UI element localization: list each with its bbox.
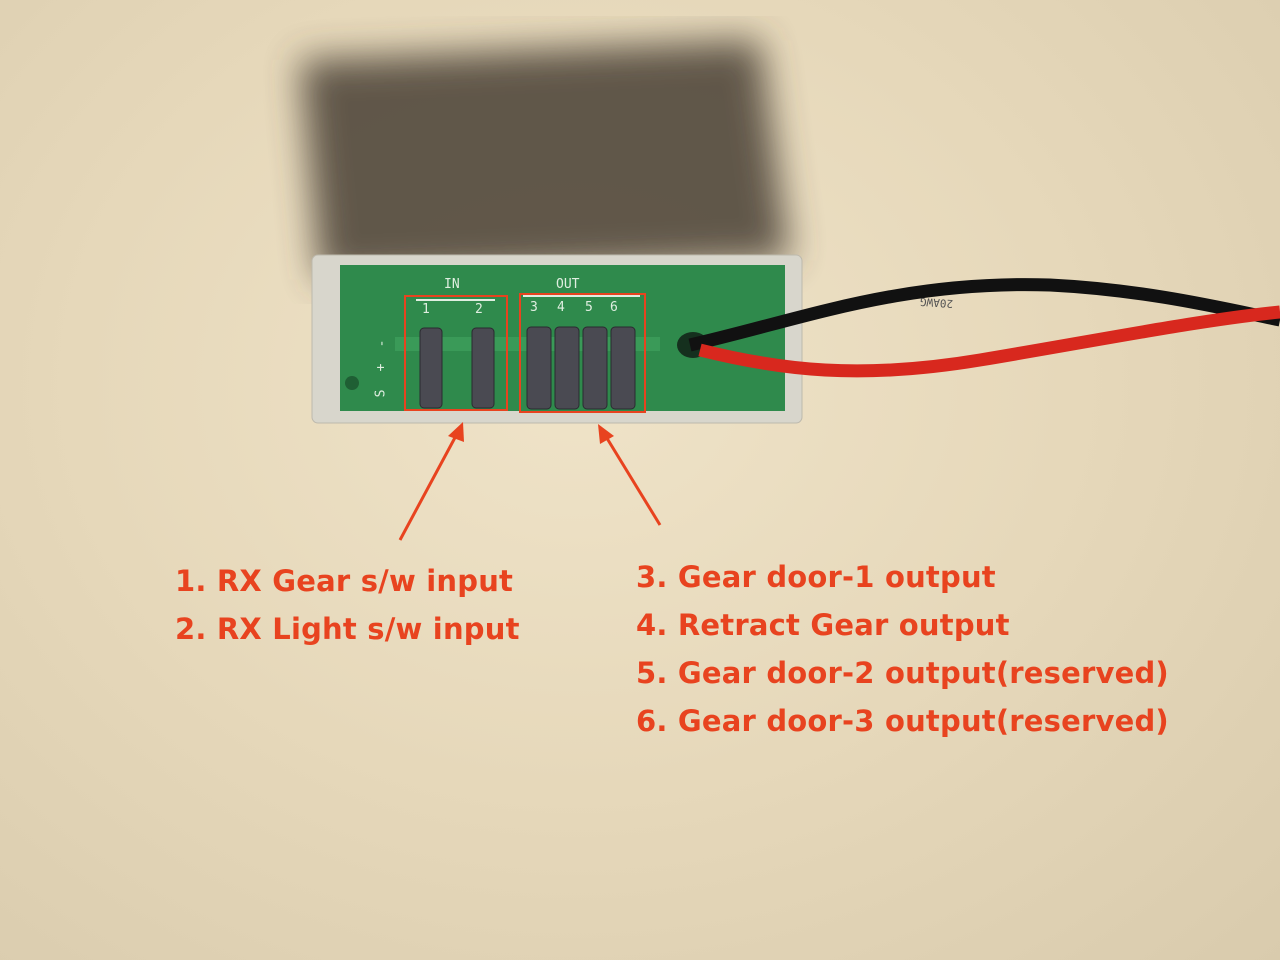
annotation-output-6: 6. Gear door-3 output(reserved) bbox=[636, 704, 1169, 738]
input-highlight-box bbox=[404, 295, 508, 411]
black-wire bbox=[688, 278, 1280, 352]
annotation-input-2: 2. RX Light s/w input bbox=[175, 612, 520, 646]
output-highlight-box bbox=[519, 293, 646, 413]
input-arrow bbox=[398, 422, 464, 541]
mount-hole bbox=[345, 376, 359, 390]
annotation-output-3: 3. Gear door-1 output bbox=[636, 560, 996, 594]
output-arrow bbox=[598, 424, 662, 526]
pin-label-2: 2 bbox=[475, 302, 483, 317]
annotation-input-1: 1. RX Gear s/w input bbox=[175, 564, 514, 598]
in-label: IN bbox=[444, 277, 460, 292]
box-shadow bbox=[300, 40, 790, 280]
pin-label-3: 3 bbox=[530, 300, 538, 315]
output-annotations: 3. Gear door-1 output 4. Retract Gear ou… bbox=[636, 553, 1169, 745]
annotation-output-4: 4. Retract Gear output bbox=[636, 608, 1010, 642]
pin-label-6: 6 bbox=[610, 300, 618, 315]
pin-label-5: 5 bbox=[585, 300, 593, 315]
input-annotations: 1. RX Gear s/w input 2. RX Light s/w inp… bbox=[175, 557, 520, 653]
wire-print: 20AWG bbox=[919, 294, 954, 311]
annotation-output-5: 5. Gear door-2 output(reserved) bbox=[636, 656, 1169, 690]
power-label-plus: + bbox=[373, 363, 389, 372]
power-label-minus: - bbox=[374, 339, 390, 348]
pin-label-4: 4 bbox=[557, 300, 565, 315]
power-label-signal: S bbox=[373, 389, 389, 398]
out-label: OUT bbox=[556, 277, 580, 292]
pin-label-1: 1 bbox=[422, 302, 430, 317]
red-wire bbox=[698, 305, 1280, 378]
pin-headers bbox=[419, 326, 636, 410]
